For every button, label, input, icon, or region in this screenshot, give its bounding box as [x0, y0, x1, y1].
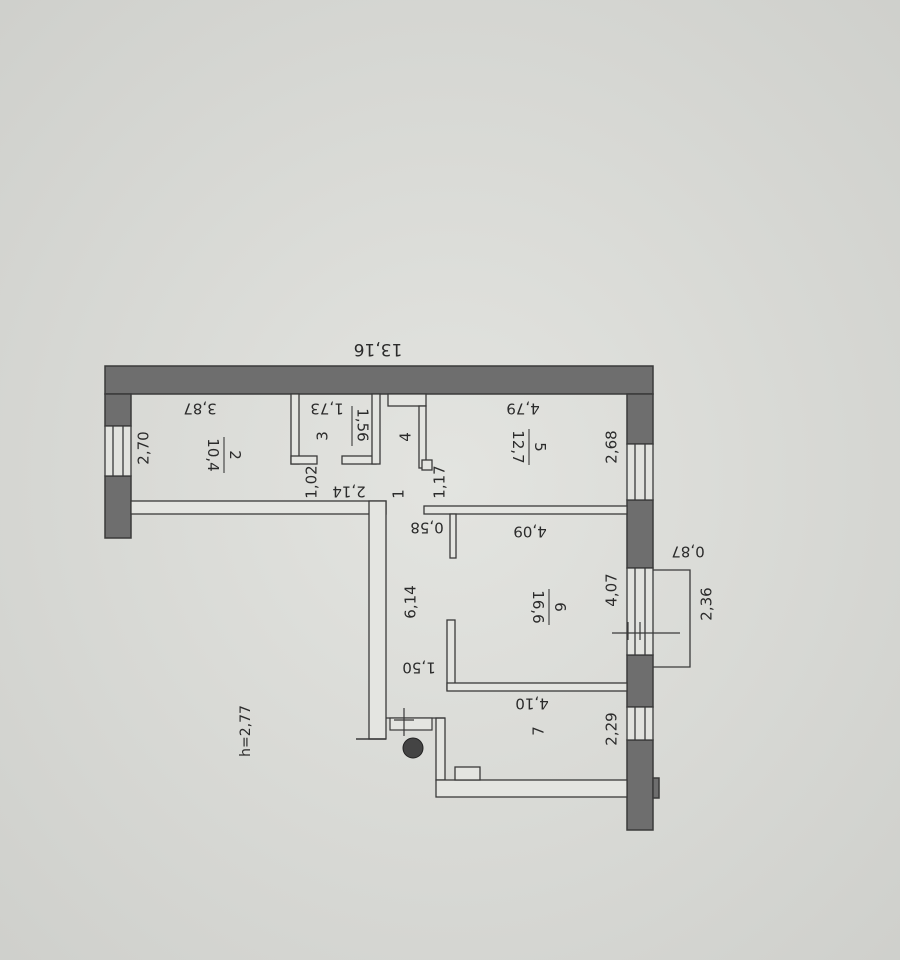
- dim-room7-depth: 2,29: [603, 712, 621, 745]
- svg-text:16,6: 16,6: [529, 590, 547, 623]
- dim-corridor-width: 1,50: [402, 659, 435, 677]
- dim-balcony-depth: 0,87: [671, 543, 704, 561]
- left-wall-upper: [104, 393, 132, 427]
- svg-text:5: 5: [531, 442, 549, 452]
- dim-room2-depth: 2,70: [135, 431, 153, 464]
- svg-text:12,7: 12,7: [509, 430, 527, 463]
- right-wall-tab: [652, 777, 660, 799]
- dim-hall-d: 0,58: [410, 519, 443, 537]
- right-wall-c: [626, 654, 654, 708]
- height-note: h=2,77: [238, 705, 254, 757]
- top-wall: [104, 365, 654, 395]
- dim-room6-width: 4,09: [513, 523, 546, 541]
- room-3-area: 1,56: [354, 408, 372, 441]
- window-right-2: [626, 567, 654, 656]
- dim-hall-a: 1,02: [303, 465, 321, 498]
- svg-text:13,16: 13,16: [354, 339, 403, 359]
- svg-text:10,4: 10,4: [204, 438, 222, 471]
- window-right-3: [626, 706, 654, 741]
- window-left: [104, 425, 132, 477]
- svg-text:6: 6: [551, 602, 569, 612]
- dim-balcony-length: 2,36: [698, 587, 716, 620]
- dim-corridor-length: 6,14: [402, 585, 420, 618]
- dim-hall-b: 2,14: [332, 483, 365, 501]
- dim-room7-width: 4,10: [515, 695, 548, 713]
- overall-width-label: 13,16: [354, 339, 403, 359]
- window-right-1: [626, 443, 654, 501]
- right-wall-b: [626, 499, 654, 569]
- room-3-number: 3: [314, 431, 332, 441]
- stove-icon: [402, 737, 424, 759]
- windows: [104, 425, 654, 741]
- dim-room3-width: 1,73: [310, 400, 343, 418]
- room-7-number: 7: [530, 726, 548, 736]
- sink-fixture: [386, 708, 445, 736]
- dim-room6-depth: 4,07: [603, 573, 621, 606]
- dim-room5-depth: 2,68: [603, 430, 621, 463]
- room-6-label: 6 16,6: [529, 589, 569, 625]
- right-wall-d: [626, 739, 654, 831]
- dim-room2-width: 3,87: [183, 400, 216, 418]
- room-2-label: 2 10,4: [204, 437, 244, 473]
- right-wall-a: [626, 393, 654, 445]
- svg-text:2: 2: [226, 450, 244, 460]
- interior-walls: [130, 393, 628, 798]
- dim-room5-width: 4,79: [506, 400, 539, 418]
- room-1-number: 1: [390, 489, 408, 499]
- room-5-label: 5 12,7: [509, 429, 549, 465]
- room-4-number: 4: [397, 432, 415, 442]
- balcony: [653, 569, 691, 668]
- dim-hall-c: 1,17: [431, 465, 449, 498]
- left-wall-lower: [104, 475, 132, 539]
